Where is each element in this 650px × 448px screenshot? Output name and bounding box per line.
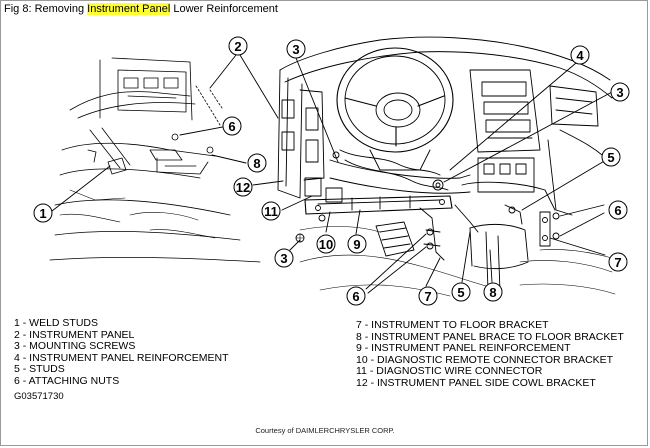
legend-left: 1 - WELD STUDS 2 - INSTRUMENT PANEL 3 - … [14,317,229,388]
callout-9: 9 [353,237,360,252]
callout-2: 2 [234,39,241,54]
caption-highlight: Instrument Panel [87,3,171,15]
callout-1: 1 [39,206,46,221]
callout-5-right: 5 [607,150,614,165]
callout-11: 11 [264,204,278,219]
left-inset-drawing [49,57,261,263]
callout-4: 4 [576,48,584,63]
legend-right: 7 - INSTRUMENT TO FLOOR BRACKET 8 - INST… [356,319,624,390]
callout-circles [33,36,630,306]
callout-8-lower: 8 [489,285,496,300]
caption-suffix: Lower Reinforcement [170,3,278,15]
callout-6-left: 6 [228,119,235,134]
callout-7-lower: 7 [424,289,431,304]
callout-3-right: 3 [616,85,623,100]
legend-item: 8 - INSTRUMENT PANEL BRACE TO FLOOR BRAC… [356,330,624,343]
callout-3-top: 3 [292,42,299,57]
instrument-panel-drawing [277,36,616,297]
legend-item: 2 - INSTRUMENT PANEL [14,328,135,341]
callout-8-left: 8 [253,156,260,171]
courtesy-line: Courtesy of DAIMLERCHRYSLER CORP. [255,426,395,435]
figure-code: G03571730 [14,391,64,402]
callout-12: 12 [236,180,250,195]
legend-item: 9 - INSTRUMENT PANEL REINFORCEMENT [356,342,571,355]
callout-6-right: 6 [614,203,621,218]
legend-item: 3 - MOUNTING SCREWS [14,340,136,353]
legend-item: 7 - INSTRUMENT TO FLOOR BRACKET [356,319,549,331]
legend-item: 10 - DIAGNOSTIC REMOTE CONNECTOR BRACKET [356,353,614,366]
legend-item: 6 - ATTACHING NUTS [14,374,120,387]
legend-item: 4 - INSTRUMENT PANEL REINFORCEMENT [14,351,229,364]
callout-numbers: 2 3 4 3 6 8 12 1 11 10 9 3 6 7 5 6 7 5 8 [39,39,623,304]
legend-item: 12 - INSTRUMENT PANEL SIDE COWL BRACKET [356,376,596,389]
legend-item: 11 - DIAGNOSTIC WIRE CONNECTOR [356,365,543,378]
callout-10: 10 [319,237,333,252]
legend-item: 1 - WELD STUDS [14,317,99,329]
callout-3-lower: 3 [280,251,287,266]
callout-6-lower: 6 [352,289,359,304]
figure-caption: Fig 8: Removing Instrument Panel Lower R… [4,2,278,16]
callout-7-right: 7 [614,255,621,270]
callout-leader-lines [51,54,613,294]
legend-item: 5 - STUDS [14,363,65,376]
callout-5-lower: 5 [457,285,464,300]
caption-prefix: Fig 8: Removing [4,3,88,15]
